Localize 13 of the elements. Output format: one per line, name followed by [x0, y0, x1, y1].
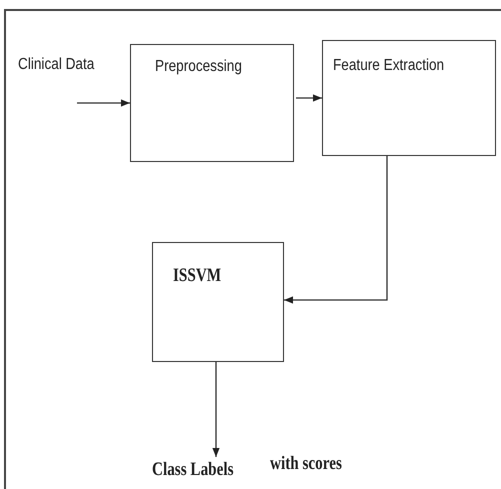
arrow: [212, 362, 220, 457]
arrow: [284, 156, 388, 304]
box-title: ISSVM: [173, 265, 222, 287]
classifier-box: [152, 242, 284, 362]
output-label: Class Labels: [152, 459, 234, 481]
input-label: Clinical Data: [18, 56, 94, 74]
note-text: with scores: [270, 453, 342, 475]
arrow: [77, 99, 130, 107]
arrow: [296, 94, 322, 102]
process-box: [130, 44, 294, 162]
box-title: Feature Extraction: [333, 57, 444, 75]
process-box: [322, 40, 496, 156]
box-title: Preprocessing: [155, 58, 242, 76]
